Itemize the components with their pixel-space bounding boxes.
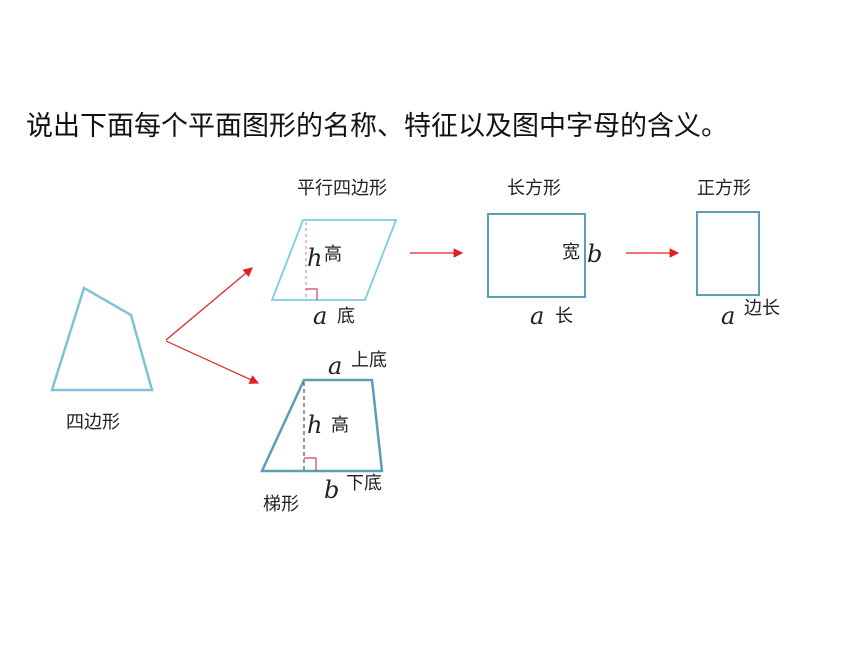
trapezoid-bottom-letter: b [324,476,340,504]
quadrilateral-name: 四边形 [66,412,120,433]
rectangle-shape [487,213,586,298]
parallelogram-shape [270,219,398,301]
square-name: 正方形 [697,178,751,199]
rectangle-width-label: 宽 [562,242,580,263]
trapezoid-top-letter: a [328,352,343,380]
quadrilateral-shape [50,286,154,392]
parallelogram-height-label: 高 [324,244,342,265]
rectangle-length-label: 长 [555,306,573,327]
arrow-to-trapezoid [165,340,260,384]
parallelogram-base-label: 底 [337,306,355,327]
trapezoid-top-label: 上底 [351,350,387,371]
arrow-to-parallelogram [165,267,253,341]
parallelogram-height-letter: h [307,244,323,272]
square-shape [696,211,760,296]
trapezoid-name: 梯形 [263,494,299,515]
square-side-label: 边长 [744,298,780,319]
rectangle-length-letter: a [530,302,545,330]
trapezoid-right-angle [304,457,317,471]
trapezoid-height-label: 高 [331,415,349,436]
trapezoid-bottom-label: 下底 [346,473,382,494]
parallelogram-right-angle [306,288,318,300]
square-side-letter: a [721,302,736,330]
trapezoid-height-letter: h [307,411,323,439]
rectangle-width-letter: b [587,240,603,268]
rectangle-name: 长方形 [507,178,561,199]
parallelogram-name: 平行四边形 [297,178,387,199]
page-title: 说出下面每个平面图形的名称、特征以及图中字母的含义。 [26,111,728,142]
trapezoid-shape [260,378,384,473]
parallelogram-base-letter: a [313,302,328,330]
